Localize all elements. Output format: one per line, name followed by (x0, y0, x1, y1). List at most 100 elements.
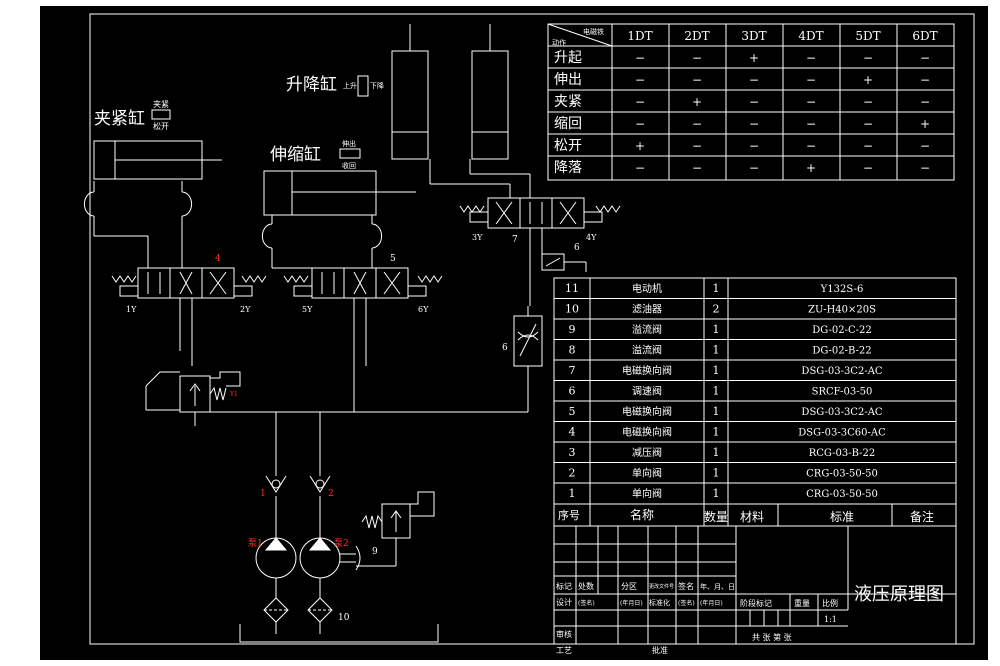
parts-cell-name: 单向阀 (632, 467, 662, 480)
action-col-header: 5DT (855, 29, 880, 43)
flow-valve-6 (513, 306, 543, 412)
drawing-title: 液压原理图 (854, 584, 944, 605)
parts-cell-no: 8 (569, 344, 576, 357)
parts-cell-no: 9 (569, 323, 576, 336)
pressure-lines (195, 411, 528, 476)
title-block: 液压原理图 标记 处数 分区 更改文件号 签名 年、月、日 设计 (签名) (年… (553, 525, 957, 655)
parts-cell-qty: 1 (713, 446, 720, 459)
parts-header-note: 备注 (910, 509, 934, 524)
valve-5-number: 5 (390, 254, 396, 264)
throttle-6-number: 6 (574, 243, 580, 253)
action-col-header: 1DT (627, 29, 652, 43)
tb-scale: 比例 (822, 598, 838, 608)
parts-cell-no: 3 (569, 446, 576, 459)
clamp-cylinder (83, 140, 222, 268)
action-cell: + (920, 117, 930, 131)
action-cell: − (863, 161, 873, 175)
extend-cylinder (261, 170, 416, 269)
parts-header-name: 名称 (630, 507, 654, 522)
action-row-label: 缩回 (554, 116, 582, 132)
action-cell: + (692, 95, 702, 109)
tb-date2: (年月日) (700, 599, 723, 607)
parts-cell-no: 6 (569, 385, 576, 398)
parts-header-material: 材料 (740, 510, 764, 524)
action-row-label: 伸出 (554, 72, 582, 88)
tb-design: 设计 (556, 597, 572, 607)
action-cell: − (692, 73, 702, 87)
tb-zone: 分区 (621, 582, 637, 591)
parts-cell-spec: DG-02-C-22 (812, 325, 871, 336)
parts-cell-qty: 1 (713, 426, 720, 439)
extend-out-label: 伸出 (342, 139, 356, 148)
reducing-valve-tag: Y1 (229, 391, 238, 398)
parts-cell-spec: Y132S-6 (820, 284, 864, 295)
check-valves (265, 475, 331, 538)
action-cell: − (749, 95, 759, 109)
clamp-out-label: 松开 (153, 121, 169, 131)
tb-stdz: 标准化 (649, 598, 670, 607)
action-cell: − (920, 139, 930, 153)
tb-sign: 签名 (678, 581, 694, 591)
parts-cell-no: 4 (569, 426, 576, 439)
pump-1-label: 泵1 (248, 538, 263, 549)
action-cell: − (749, 139, 759, 153)
action-col-header: 4DT (798, 29, 823, 43)
action-cell: − (920, 95, 930, 109)
parts-cell-qty: 1 (713, 364, 720, 377)
check-valve-2-number: 2 (328, 489, 334, 499)
tb-mark: 标记 (556, 581, 572, 591)
action-cell: − (920, 73, 930, 87)
action-cell: − (635, 73, 645, 87)
tb-place: 处数 (578, 581, 594, 591)
tb-craft: 工艺 (556, 646, 572, 655)
action-cell: − (863, 139, 873, 153)
hydraulic-schematic: 夹紧缸 夹紧 松开 升降缸 上升 下降 伸缩缸 伸出 收回 4 1Y 2Y 5 … (83, 13, 975, 655)
valve-7-number: 7 (512, 235, 518, 245)
parts-header-qty: 数量 (704, 509, 728, 524)
parts-cell-spec: DG-02-B-22 (812, 346, 871, 357)
action-cell: − (692, 139, 702, 153)
valve-4-left-coil: 1Y (126, 305, 137, 314)
action-cell: − (863, 51, 873, 65)
parts-cell-name: 滤油器 (632, 303, 662, 316)
tb-sheets: 共 张 第 张 (752, 632, 792, 642)
action-cell: − (749, 73, 759, 87)
tb-check: 审核 (556, 629, 572, 639)
parts-cell-name: 电磁换向阀 (622, 405, 672, 418)
action-cell: − (692, 117, 702, 131)
parts-cell-spec: ZU-H40×20S (808, 305, 876, 316)
relief-valve-9 (356, 491, 435, 567)
action-cell: − (806, 95, 816, 109)
parts-cell-qty: 1 (713, 467, 720, 480)
action-cell: − (692, 161, 702, 175)
valve-5-left-coil: 5Y (302, 305, 313, 314)
valve-4 (111, 267, 267, 366)
action-cell: + (806, 161, 816, 175)
parts-cell-qty: 1 (713, 323, 720, 336)
action-cell: − (806, 117, 816, 131)
lift-down-label: 下降 (370, 81, 384, 90)
action-row-label: 松开 (554, 138, 582, 154)
action-col-header: 6DT (912, 29, 937, 43)
parts-cell-spec: CRG-03-50-50 (806, 469, 878, 480)
parts-cell-name: 电磁换向阀 (622, 364, 672, 377)
action-cell: − (635, 117, 645, 131)
tb-date1: (年月日) (620, 599, 643, 607)
parts-header-std: 标准 (830, 510, 854, 524)
action-col-header: 2DT (684, 29, 709, 43)
parts-cell-spec: DSG-03-3C2-AC (801, 407, 883, 418)
action-cell: − (749, 161, 759, 175)
parts-header-no: 序号 (558, 508, 580, 522)
action-cell: − (863, 95, 873, 109)
tb-weight: 重量 (794, 598, 810, 608)
action-cell: − (863, 117, 873, 131)
clamp-in-label: 夹紧 (153, 99, 169, 109)
action-cell: − (920, 51, 930, 65)
parts-cell-spec: SRCF-03-50 (812, 387, 873, 398)
parts-cell-qty: 1 (713, 405, 720, 418)
tb-stage: 阶段标记 (740, 598, 772, 608)
parts-cell-no: 1 (569, 487, 576, 500)
parts-cell-no: 7 (569, 364, 576, 377)
